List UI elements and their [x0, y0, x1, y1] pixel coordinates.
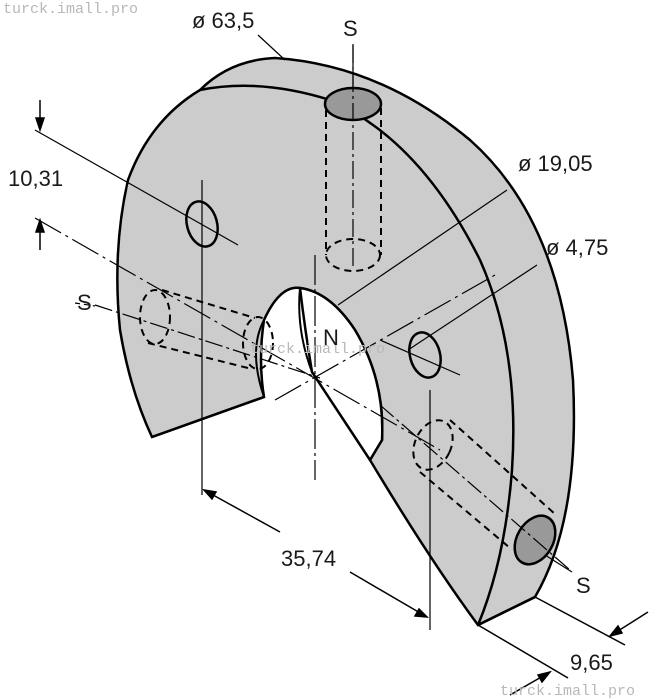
label-inner-diameter: ø 19,05 [518, 151, 593, 176]
label-pole-s-top: S [343, 16, 358, 41]
label-pole-s-bottom: S [576, 573, 591, 598]
watermark-top: turck.imall.pro [3, 1, 139, 18]
magnet-left [94, 289, 321, 379]
magnet-bottom [379, 404, 571, 571]
ring-body [116, 56, 576, 627]
label-pole-n: N [323, 325, 339, 350]
label-outer-diameter: ø 63,5 [192, 8, 255, 33]
label-thickness: 9,65 [570, 650, 613, 675]
dimension-35-74 [202, 488, 429, 618]
dimension-10-31 [34, 100, 46, 250]
watermark-center: turck.imall.pro [250, 341, 386, 358]
dimension-9-65 [477, 596, 649, 696]
label-center-distance: 35,74 [281, 546, 337, 571]
label-offset-height: 10,31 [8, 166, 64, 191]
watermark-bottom: turck.imall.pro [500, 683, 636, 700]
label-pole-s-left: S [77, 290, 92, 315]
center-lines [34, 34, 573, 630]
label-hole-diameter: ø 4,75 [546, 235, 609, 260]
mounting-holes [185, 200, 442, 379]
